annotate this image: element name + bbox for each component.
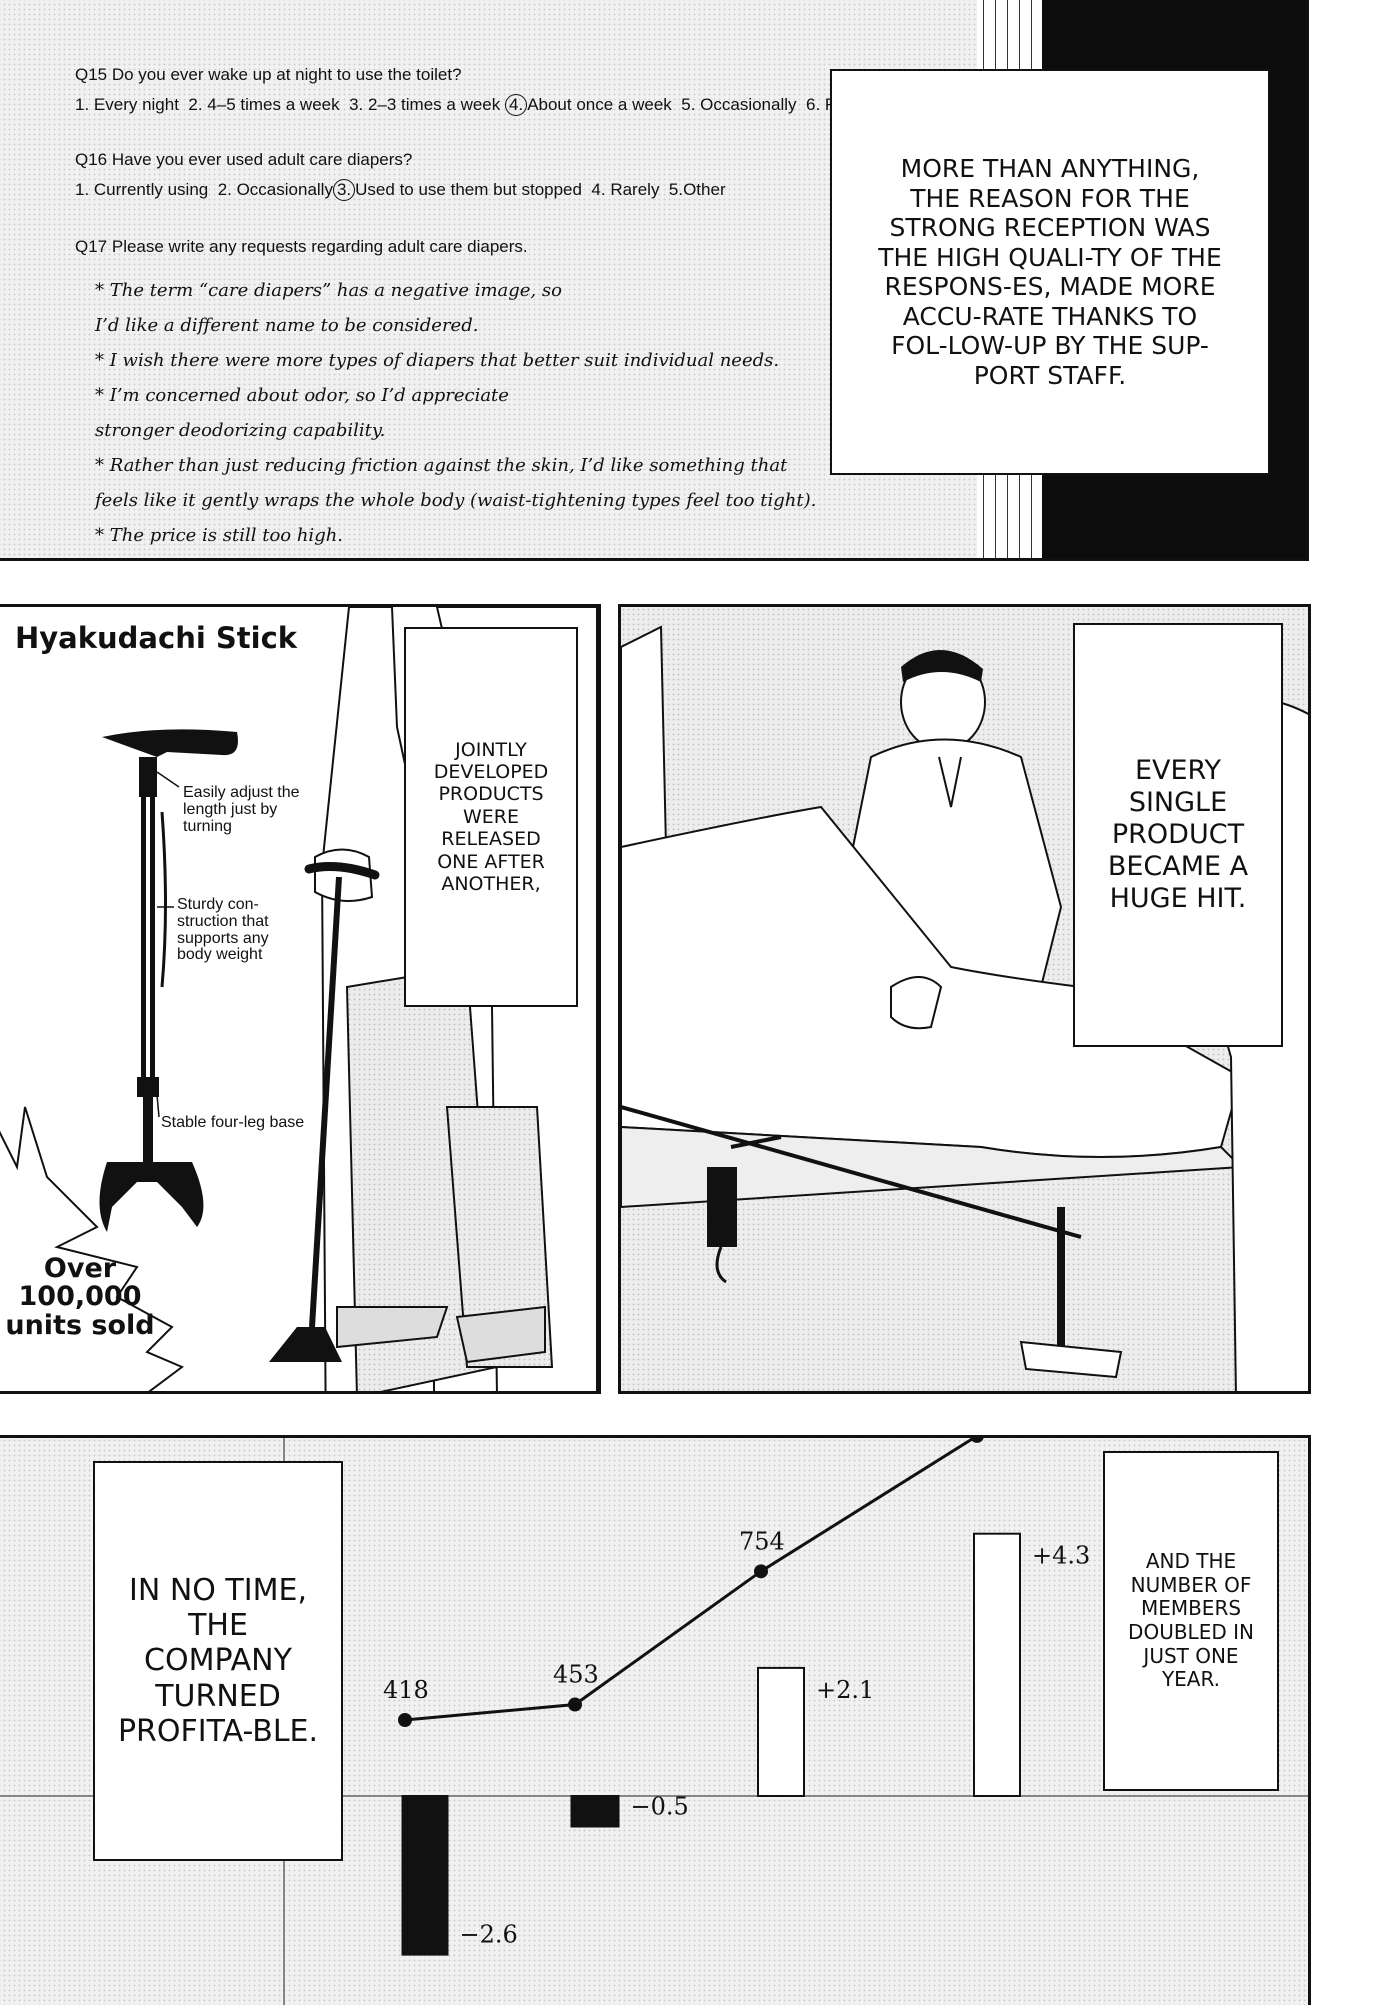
sales-line: 100,000 [18,1281,142,1313]
cane-panel: Hyakudachi Stick Easily adjust the lengt… [0,604,601,1394]
feature-four-leg-base: Stable four-leg base [161,1114,305,1131]
profit-bar-label: −0.5 [631,1793,689,1821]
caption-box-members: AND THE NUMBER OF MEMBERS DOUBLED IN JUS… [1103,1451,1279,1791]
q15-circled-answer: 4. [505,94,528,116]
sales-line: units sold [5,1309,155,1341]
caption-box-reception: MORE THAN ANYTHING, THE REASON FOR THE S… [830,69,1270,475]
profit-bar [570,1795,620,1828]
members-line [404,1438,977,1722]
sales-line: Over [43,1253,117,1284]
chart-panel: −2.6−0.5+2.1+4.34184537541060 IN NO TIME… [0,1435,1311,2005]
profit-bar-label: +4.3 [1032,1542,1090,1570]
q17-answer-line: * I’m concerned about odor, so I’d appre… [95,385,509,406]
q17-answer-line: stronger deodorizing capability. [95,420,386,441]
sales-badge: Over 100,000 units sold [5,1253,155,1341]
feature-sturdy: Sturdy con-struction that supports any b… [177,896,269,964]
q17-question: Q17 Please write any requests regarding … [75,237,528,256]
caption-box-jointly: JOINTLY DEVELOPED PRODUCTS WERE RELEASED… [404,627,578,1007]
profit-bar [401,1795,449,1956]
profit-bar-label: −2.6 [460,1921,518,1949]
q16-question: Q16 Have you ever used adult care diaper… [75,150,413,169]
q17-answer-line: * The term “care diapers” has a negative… [95,280,562,301]
members-point-label: 453 [553,1661,599,1689]
q17-answer-line: * I wish there were more types of diaper… [95,350,780,371]
caption-box-profitable: IN NO TIME, THE COMPANY TURNED PROFITA-B… [93,1461,343,1861]
q16-circled-answer: 3. [332,179,356,201]
members-point [398,1713,412,1727]
q17-answer-line: I’d like a different name to be consider… [95,315,479,336]
members-point-label: 754 [739,1527,785,1555]
bed-panel: EVERY SINGLE PRODUCT BECAME A HUGE HIT. [618,604,1311,1394]
q17-answer-line: feels like it gently wraps the whole bod… [95,490,817,511]
q17-answer-line: * The price is still too high. [95,525,344,546]
q15-question: Q15 Do you ever wake up at night to use … [75,65,462,84]
members-point-label: 418 [383,1676,429,1704]
profit-bar [757,1666,805,1797]
members-point [568,1697,582,1712]
profit-bar [973,1532,1021,1797]
product-name: Hyakudachi Stick [15,621,298,655]
profit-bar-label: +2.1 [816,1676,874,1704]
feature-length-adjust: Easily adjust the length just by turning [183,784,300,835]
members-point [754,1564,768,1579]
q17-answer-line: * Rather than just reducing friction aga… [95,455,788,476]
caption-box-hit: EVERY SINGLE PRODUCT BECAME A HUGE HIT. [1073,623,1283,1047]
survey-panel: Q15 Do you ever wake up at night to use … [0,0,1309,561]
q15-options: 1. Every night 2. 4–5 times a week 3. 2–… [75,94,847,116]
members-point [970,1438,984,1443]
